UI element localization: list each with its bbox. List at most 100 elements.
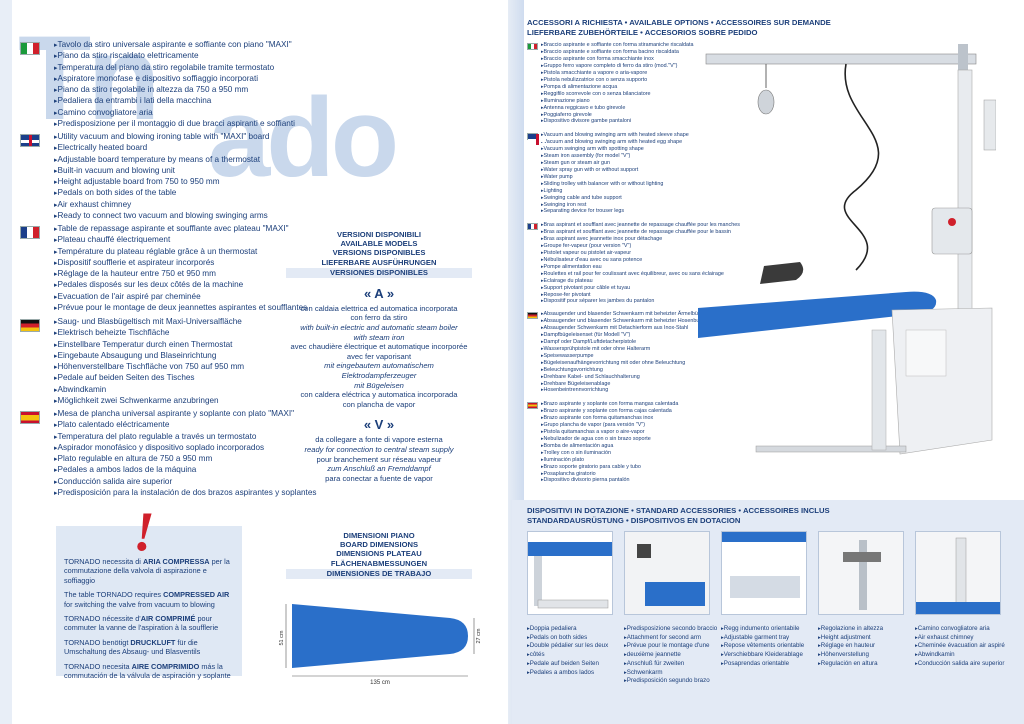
option-item: Gruppo ferro vapore completo di ferro da… (541, 63, 747, 70)
option-item: Pompe alimentation eau (541, 264, 747, 271)
feature-item: Aspiratore monofase e dispositivo soffia… (54, 74, 300, 85)
feature-item: Built-in vacuum and blowing unit (54, 166, 300, 177)
feature-item: Température du plateau réglable grâce à … (54, 247, 300, 258)
air-note-de: TORNADO benötigt DRUCKLUFT für die Umsch… (64, 638, 236, 657)
heading-line: DIMENSIONES DE TRABAJO (326, 568, 432, 578)
options-list-it: Braccio aspirante e soffiante con forma … (541, 42, 747, 125)
feature-item: Air exhaust chimney (54, 200, 300, 211)
heading-line: DISPOSITIVI IN DOTAZIONE • STANDARD ACCE… (527, 506, 830, 515)
board-edge (916, 602, 1000, 614)
options-spanish: Brazo aspirante y soplante con forma man… (527, 401, 747, 484)
heading-line: VERSIONI DISPONIBILI (337, 230, 421, 239)
feature-item: Piano da stiro regolabile in altezza da … (54, 85, 300, 96)
model-a-line: mit Bügeleisen (354, 380, 404, 390)
model-v-line: da collegare a fonte di vapore esterna (315, 435, 443, 445)
option-item: Nébulisateur d'eau avec ou sans potence (541, 257, 747, 264)
caption-exhaust-chimney: Camino convogliatore aria Air exhaust ch… (915, 625, 1015, 669)
board-edge (528, 542, 612, 556)
option-item: Bomba de alimentación agua (541, 443, 747, 450)
option-item: Vacuum and blowing swinging arm with hea… (541, 132, 747, 139)
caption-line: Predisposición segundo brazo (624, 677, 719, 686)
feature-item: Pedales disposés sur les deux côtés de l… (54, 280, 300, 291)
thumb-pedals-image (528, 542, 612, 609)
flag-italy-icon (527, 43, 538, 50)
flag-spain-icon (20, 411, 40, 424)
option-item: Braccio aspirante con forma smacchiante … (541, 56, 747, 63)
option-item: Steam iron assembly (for model "V") (541, 153, 747, 160)
model-v-title: « V » (363, 417, 395, 433)
option-item: Vacuum and blowing swinging arm with hea… (541, 139, 747, 146)
left-edge-band (0, 0, 12, 724)
note-text: The table TORNADO requires (64, 590, 164, 600)
feature-item: Pedales a ambos lados de la máquina (54, 465, 300, 476)
option-item: Posaplancha giratorio (541, 471, 747, 478)
option-item: Lighting (541, 188, 747, 195)
caption-line: Regolazione in altezza (818, 625, 913, 634)
heading-line: VERSIONS DISPONIBLES (332, 248, 426, 258)
features-german: Saug- und Blasbügeltisch mit Maxi-Univer… (20, 317, 300, 407)
feature-item: Einstellbare Temperatur durch einen Ther… (54, 340, 300, 351)
option-item: Dispositivo divisore gambe pantaloni (541, 118, 747, 125)
option-item: Reggifilo scorrevole con o senza bilanci… (541, 91, 747, 98)
option-item: Vacuum swinging arm with spotting shape (541, 146, 747, 153)
heading-bar: VERSIONES DISPONIBLES (286, 267, 472, 278)
options-german: Absaugender und blasender Schwenkarm mit… (527, 311, 747, 394)
option-item: Steam gun or steam air gun (541, 160, 747, 167)
caption-line: Air exhaust chimney (915, 634, 1015, 643)
feature-item: Conducción salida aire superior (54, 477, 300, 488)
feature-item: Aspirador monofásico y dispositivo sopla… (54, 443, 300, 454)
feature-list-gb: Utility vacuum and blowing ironing table… (54, 132, 300, 222)
board-shape (292, 604, 468, 668)
leg (534, 556, 542, 606)
tray (730, 576, 800, 598)
feature-item: Plato regulable en altura de 750 a 950 m… (54, 454, 300, 465)
option-item: Bras aspirant et soufflant avec jeannett… (541, 229, 747, 236)
model-v-line: ready for connection to central steam su… (304, 444, 454, 454)
feature-item: Predisposizione per il montaggio di due … (54, 119, 300, 130)
feature-item: Adjustable board temperature by means of… (54, 155, 300, 166)
caption-line: Verschiebbare Kleiderablage (721, 651, 816, 660)
feature-item: Pedaliera da entrambi i lati della macch… (54, 96, 300, 107)
features-spanish: Mesa de plancha universal aspirante y so… (20, 409, 317, 499)
option-item: Repose-fer pivotant (541, 292, 747, 299)
feature-item: Réglage de la hauteur entre 750 et 950 m… (54, 269, 300, 280)
option-item: Water spray gun with or without support (541, 167, 747, 174)
option-item: Pompa di alimentazione acqua (541, 84, 747, 91)
caption-line: deuxième jeannette (624, 651, 719, 660)
note-bold: AIR COMPRIMÉ (140, 614, 196, 624)
option-item: Nebulizador de agua con o sin brazo sopo… (541, 436, 747, 443)
model-a-line: with built-in electric and automatic ste… (300, 323, 458, 332)
air-note-es: TORNADO necesita AIRE COMPRIMIDO más la … (64, 662, 236, 681)
flag-italy-icon (20, 42, 40, 55)
option-item: Illuminazione piano (541, 98, 747, 105)
model-a-line: con ferro da stiro (350, 313, 408, 323)
heading-line: LIEFERBARE AUSFÜHRUNGEN (321, 257, 437, 267)
caption-garment-tray: Regg indumento orientabile Adjustable ga… (721, 625, 816, 669)
options-italian: Braccio aspirante e soffiante con forma … (527, 42, 747, 125)
caption-line: Pedale auf beiden Seiten (527, 660, 622, 669)
heading-line: FLÄCHENABMESSUNGEN (330, 558, 428, 568)
option-item: Bras aspirant et soufflant avec jeannett… (541, 222, 747, 229)
caption-line: côtés (527, 651, 622, 660)
feature-item: Saug- und Blasbügeltisch mit Maxi-Univer… (54, 317, 300, 328)
feature-item: Dispositif soufflerie et aspirateur inco… (54, 258, 300, 269)
caption-line: Regg indumento orientabile (721, 625, 816, 634)
option-item: Wassersprühpistole mit oder ohne Haltera… (541, 346, 747, 353)
feature-item: Predisposición para la instalación de do… (54, 488, 317, 499)
feature-item: Electrically heated board (54, 143, 300, 154)
feature-item: Camino convogliatore aria (54, 108, 300, 119)
caption-line: Pedals on both sides (527, 634, 622, 643)
flag-uk-icon (527, 133, 546, 145)
length-label: 135 cm (370, 680, 390, 686)
ironing-table-illustration (698, 44, 996, 455)
features-french: Table de repassage aspirante et soufflan… (20, 224, 307, 314)
option-item: Bügeleisenaufhängevorrichtung mit oder o… (541, 360, 747, 367)
option-item: Separating device for trouser legs (541, 208, 747, 215)
option-item: Dampfbügeleisenset (für Modell "V") (541, 332, 747, 339)
option-item: Swinging iron rest (541, 202, 747, 209)
model-a-line: with steam iron (353, 332, 405, 342)
width-left-label: 51 cm (279, 630, 285, 645)
note-bold: AIRE COMPRIMIDO (131, 661, 200, 671)
option-item: Drehbare Bügeleisenablage (541, 381, 747, 388)
note-text: TORNADO benötigt (64, 637, 131, 647)
